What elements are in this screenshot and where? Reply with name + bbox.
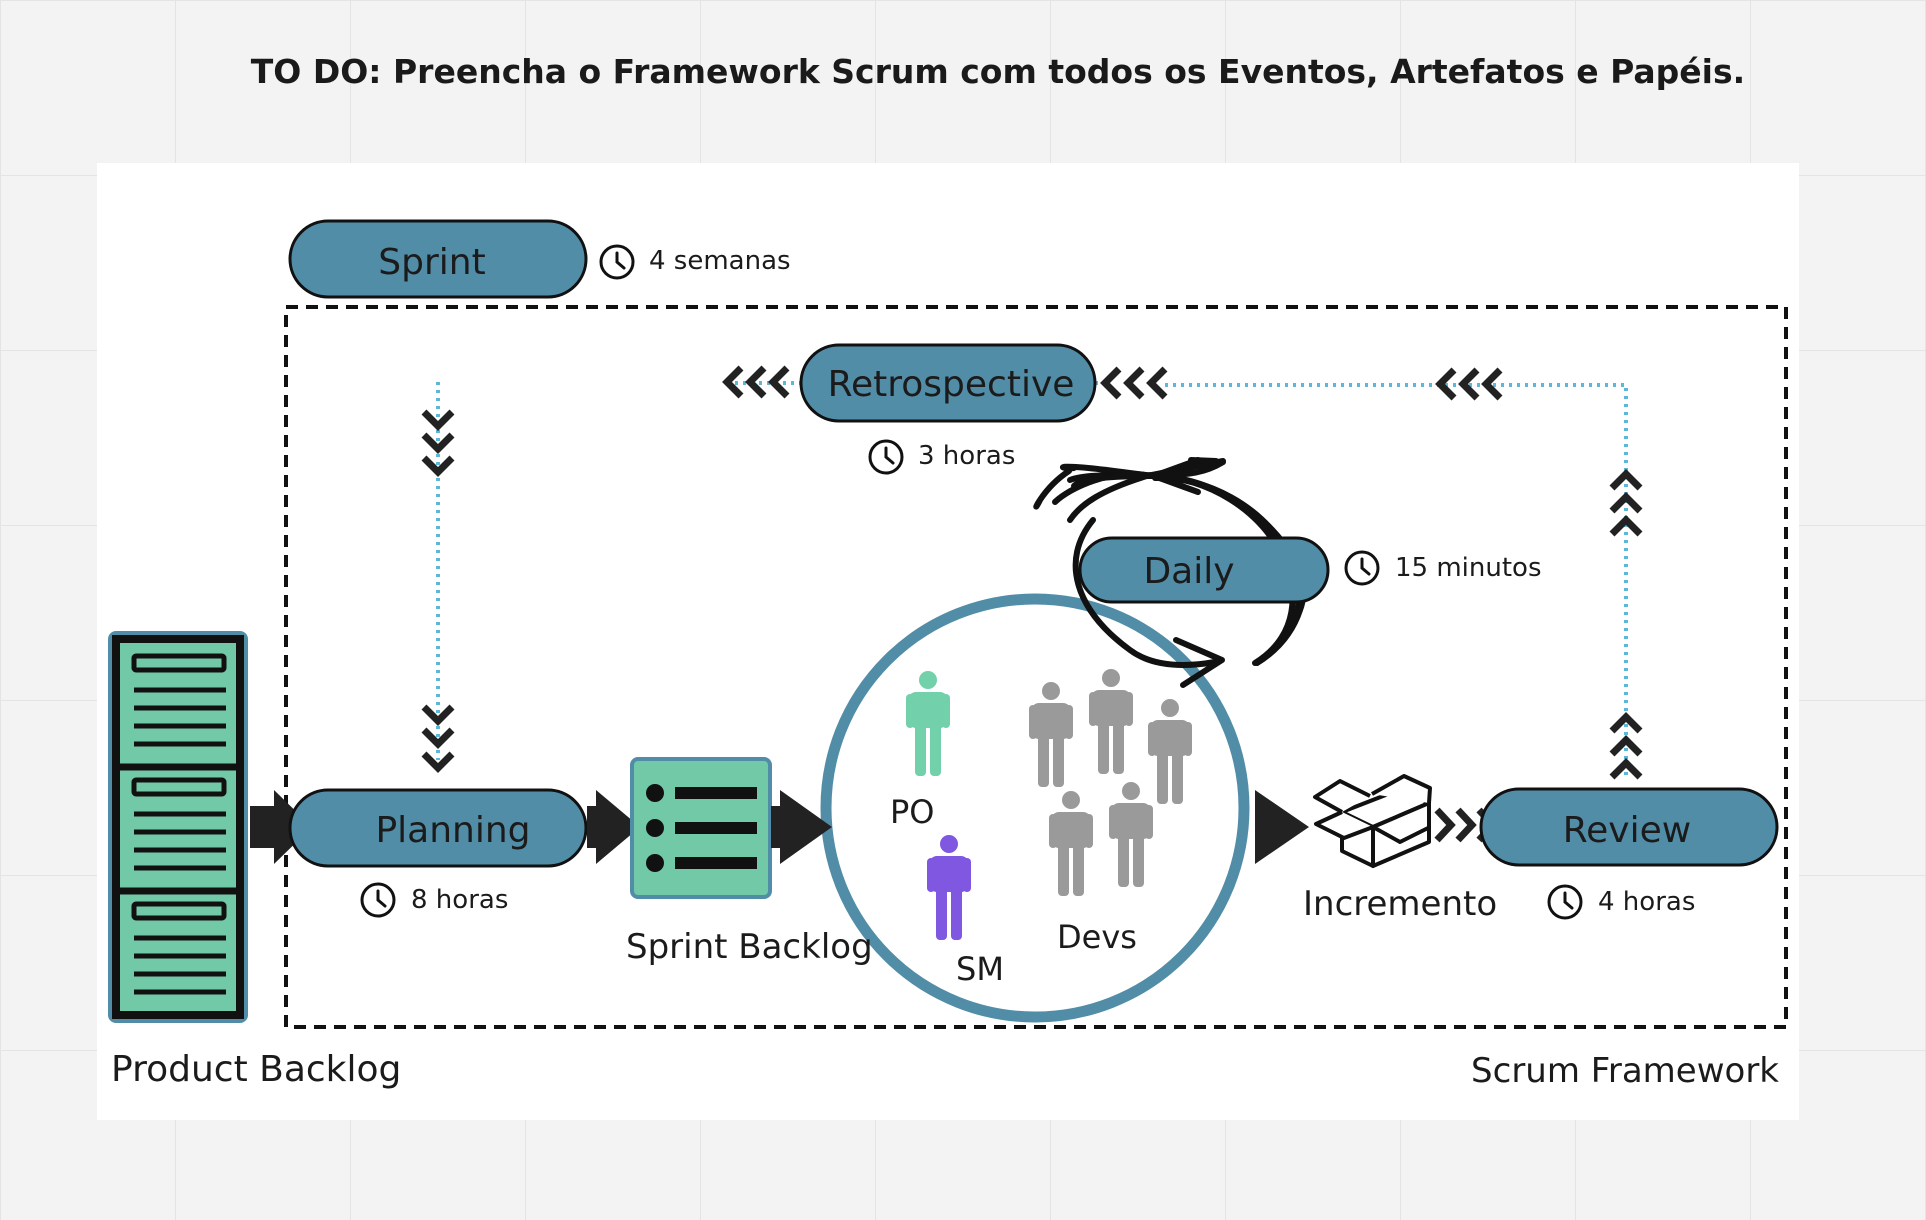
increment-label: Incremento [1303, 884, 1497, 924]
arrow-sprint-backlog-to-team [771, 790, 832, 864]
po-label: PO [890, 793, 934, 831]
product-backlog-label: Product Backlog [111, 1049, 401, 1090]
retrospective-label: Retrospective [828, 364, 1075, 405]
open-box-icon [1313, 774, 1432, 868]
review-event: Review [1479, 787, 1779, 867]
planning-label: Planning [375, 810, 530, 851]
framework-label: Scrum Framework [1471, 1051, 1779, 1091]
retrospective-duration: 3 horas [918, 441, 1015, 471]
sprint-boundary [284, 305, 1788, 1029]
sm-label: SM [956, 950, 1004, 988]
arrow-team-to-increment [1255, 790, 1309, 864]
arrow-planning-to-sprint-backlog [587, 790, 640, 864]
daily-event: Daily [1078, 536, 1330, 604]
retrospective-event: Retrospective [799, 343, 1097, 423]
canvas-panel [97, 163, 1799, 1120]
page-title: TO DO: Preencha o Framework Scrum com to… [250, 52, 1746, 91]
list-icon [630, 757, 772, 899]
scrum-team-circle [820, 593, 1250, 1023]
review-duration: 4 horas [1598, 887, 1695, 917]
planning-event: Planning [288, 788, 588, 868]
review-label: Review [1563, 810, 1691, 851]
clock-icon [599, 244, 635, 280]
clock-icon [360, 882, 396, 918]
planning-duration: 8 horas [411, 885, 508, 915]
clock-icon [1344, 550, 1380, 586]
sprint-duration: 4 semanas [649, 246, 791, 276]
devs-label: Devs [1057, 918, 1137, 956]
daily-label: Daily [1143, 551, 1234, 592]
sprint-backlog-label: Sprint Backlog [626, 927, 873, 967]
sprint-label: Sprint [378, 242, 485, 283]
arrow-backlog-to-planning [250, 790, 312, 864]
server-rack-icon [108, 631, 248, 1023]
sprint-event: Sprint [288, 219, 588, 299]
clock-icon [868, 439, 904, 475]
clock-icon [1547, 884, 1583, 920]
daily-duration: 15 minutos [1395, 553, 1542, 583]
